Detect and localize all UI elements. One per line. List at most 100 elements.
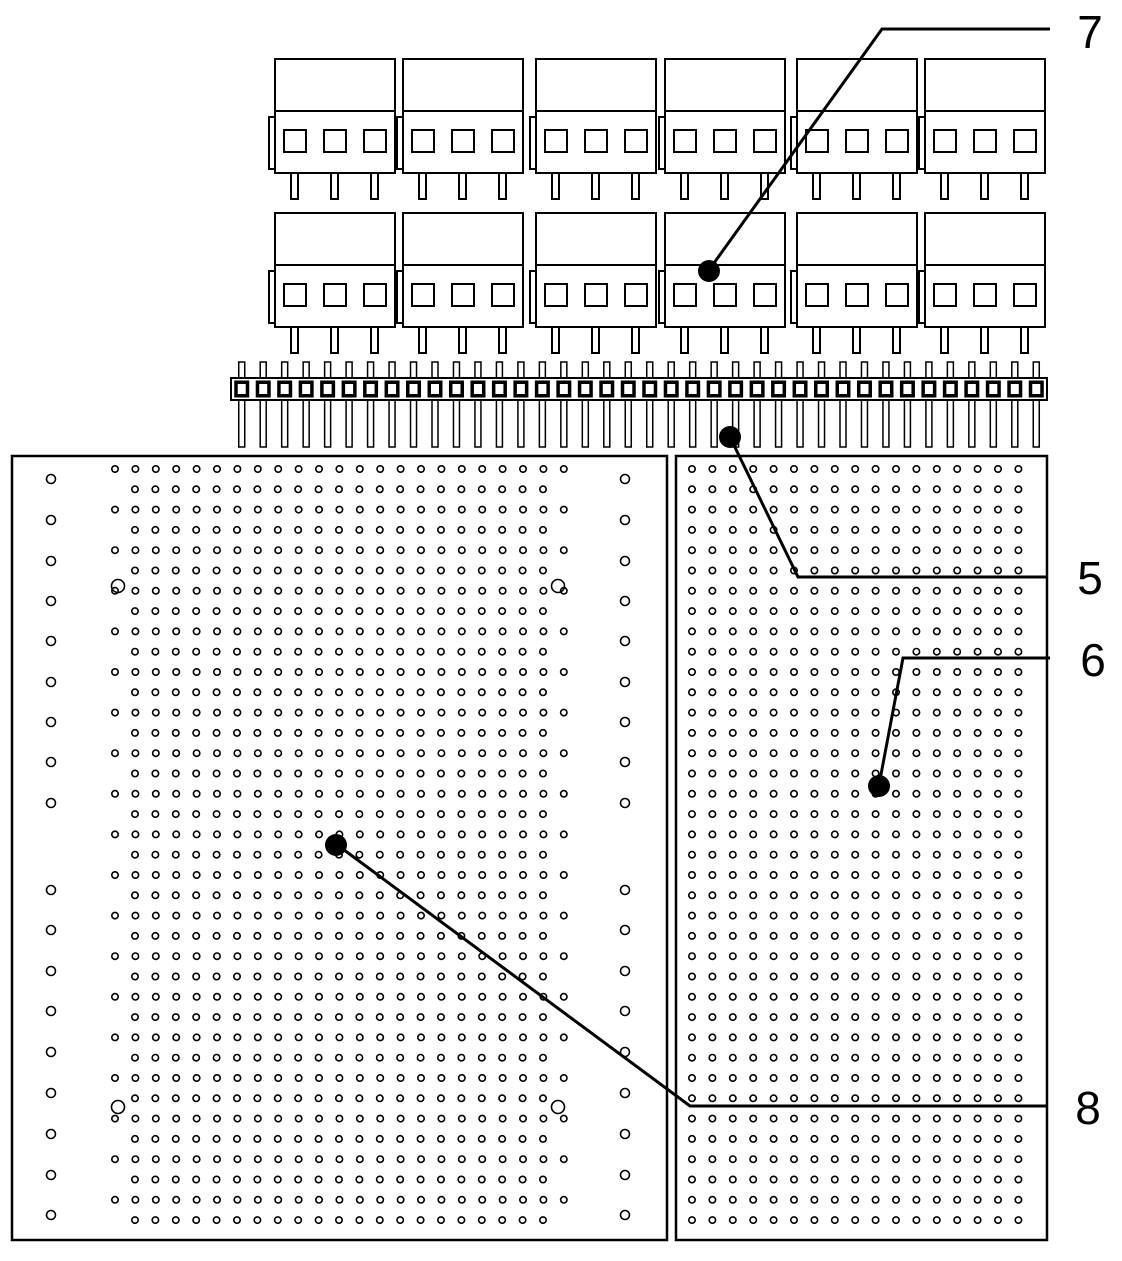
perfboard-hole: [810, 1053, 819, 1062]
terminal-block-tab: [268, 270, 276, 324]
perfboard-hole: [192, 688, 201, 697]
perfboard-hole: [749, 1216, 758, 1225]
perfboard-hole: [436, 688, 445, 697]
perfboard-hole: [151, 1013, 160, 1022]
perfboard-hole: [749, 931, 758, 940]
perfboard-hole: [871, 952, 880, 961]
perfboard-hole: [973, 870, 982, 879]
screw-terminal: [323, 283, 347, 307]
perfboard-hole: [912, 891, 921, 900]
perfboard-hole: [993, 870, 1002, 879]
perfboard-hole: [810, 1155, 819, 1164]
perfboard-hole: [871, 546, 880, 555]
perfboard-hole: [830, 931, 839, 940]
left-perfboard: [10, 454, 669, 1242]
perfboard-hole: [810, 647, 819, 656]
perfboard-hole: [437, 1033, 446, 1042]
terminal-pin: [330, 172, 339, 200]
screw-terminal: [624, 129, 648, 153]
perfboard-hole: [993, 1155, 1002, 1164]
perfboard-hole: [335, 627, 344, 636]
perfboard-hole: [953, 505, 962, 514]
terminal-block-top: [664, 58, 786, 112]
perfboard-hole: [810, 607, 819, 616]
perfboard-hole: [192, 972, 201, 981]
perfboard-hole: [728, 708, 737, 717]
perfboard-hole: [416, 1033, 425, 1042]
perfboard-hole: [233, 1134, 242, 1143]
perfboard-hole: [253, 952, 262, 961]
perfboard-hole: [1014, 505, 1023, 514]
perfboard-hole: [314, 708, 323, 717]
perfboard-hole: [171, 485, 180, 494]
perfboard-hole: [294, 566, 303, 575]
header-pin-leg: [431, 399, 439, 448]
perfboard-hole: [253, 728, 262, 737]
perfboard-hole: [830, 992, 839, 1001]
perfboard-hole: [111, 1195, 120, 1204]
screw-terminal: [544, 283, 568, 307]
perfboard-hole: [355, 485, 364, 494]
header-pin-top: [796, 361, 804, 378]
perfboard-hole: [274, 1195, 283, 1204]
perfboard-hole: [810, 1134, 819, 1143]
perfboard-hole: [335, 464, 344, 473]
perfboard-hole: [993, 708, 1002, 717]
perfboard-hole: [891, 586, 900, 595]
perfboard-hole: [891, 769, 900, 778]
perfboard-hole: [498, 1175, 507, 1184]
terminal-pin: [591, 326, 600, 354]
header-pin-leg: [517, 399, 525, 448]
perfboard-hole: [416, 1074, 425, 1083]
header-pin-top: [753, 361, 761, 378]
mounting-hole: [45, 555, 57, 567]
perfboard-hole: [518, 1175, 527, 1184]
perfboard-hole: [973, 972, 982, 981]
perfboard-hole: [478, 1195, 487, 1204]
perfboard-hole: [749, 1155, 758, 1164]
mounting-hole: [619, 716, 631, 728]
perfboard-hole: [851, 891, 860, 900]
terminal-block-top: [402, 58, 524, 112]
perfboard-hole: [498, 952, 507, 961]
perfboard-hole: [396, 1074, 405, 1083]
header-pin: [985, 361, 1001, 448]
perfboard-hole: [789, 891, 798, 900]
terminal-block-tab: [790, 270, 798, 324]
perfboard-hole: [687, 1195, 696, 1204]
perfboard-hole: [749, 586, 758, 595]
perfboard-hole: [477, 566, 486, 575]
perfboard-hole: [151, 607, 160, 616]
perfboard-hole: [749, 769, 758, 778]
perfboard-hole: [294, 769, 303, 778]
perfboard-hole: [789, 505, 798, 514]
perfboard-hole: [294, 607, 303, 616]
mounting-hole: [619, 555, 631, 567]
perfboard-hole: [111, 627, 120, 636]
header-pin-top: [280, 361, 289, 378]
perfboard-hole: [830, 1094, 839, 1103]
perfboard-hole: [728, 586, 737, 595]
perfboard-hole: [953, 728, 962, 737]
perfboard-hole: [498, 870, 507, 879]
perfboard-hole: [538, 1134, 547, 1143]
perfboard-hole: [932, 464, 941, 473]
perfboard-hole: [1014, 992, 1023, 1001]
header-pin-face: [302, 384, 311, 394]
perfboard-hole: [891, 485, 900, 494]
perfboard-hole: [789, 1094, 798, 1103]
perfboard-hole: [830, 891, 839, 900]
perfboard-hole: [871, 505, 880, 514]
header-pin-face: [667, 384, 676, 394]
perfboard-hole: [376, 749, 385, 758]
perfboard-hole: [416, 769, 425, 778]
perfboard-hole: [335, 952, 344, 961]
perfboard-hole: [172, 911, 181, 920]
perfboard-hole: [396, 688, 405, 697]
perfboard-hole: [498, 647, 507, 656]
terminal-block-body: [664, 110, 786, 174]
perfboard-hole: [538, 607, 547, 616]
perfboard-hole: [233, 627, 242, 636]
perfboard-hole: [212, 688, 221, 697]
perfboard-hole: [538, 525, 547, 534]
